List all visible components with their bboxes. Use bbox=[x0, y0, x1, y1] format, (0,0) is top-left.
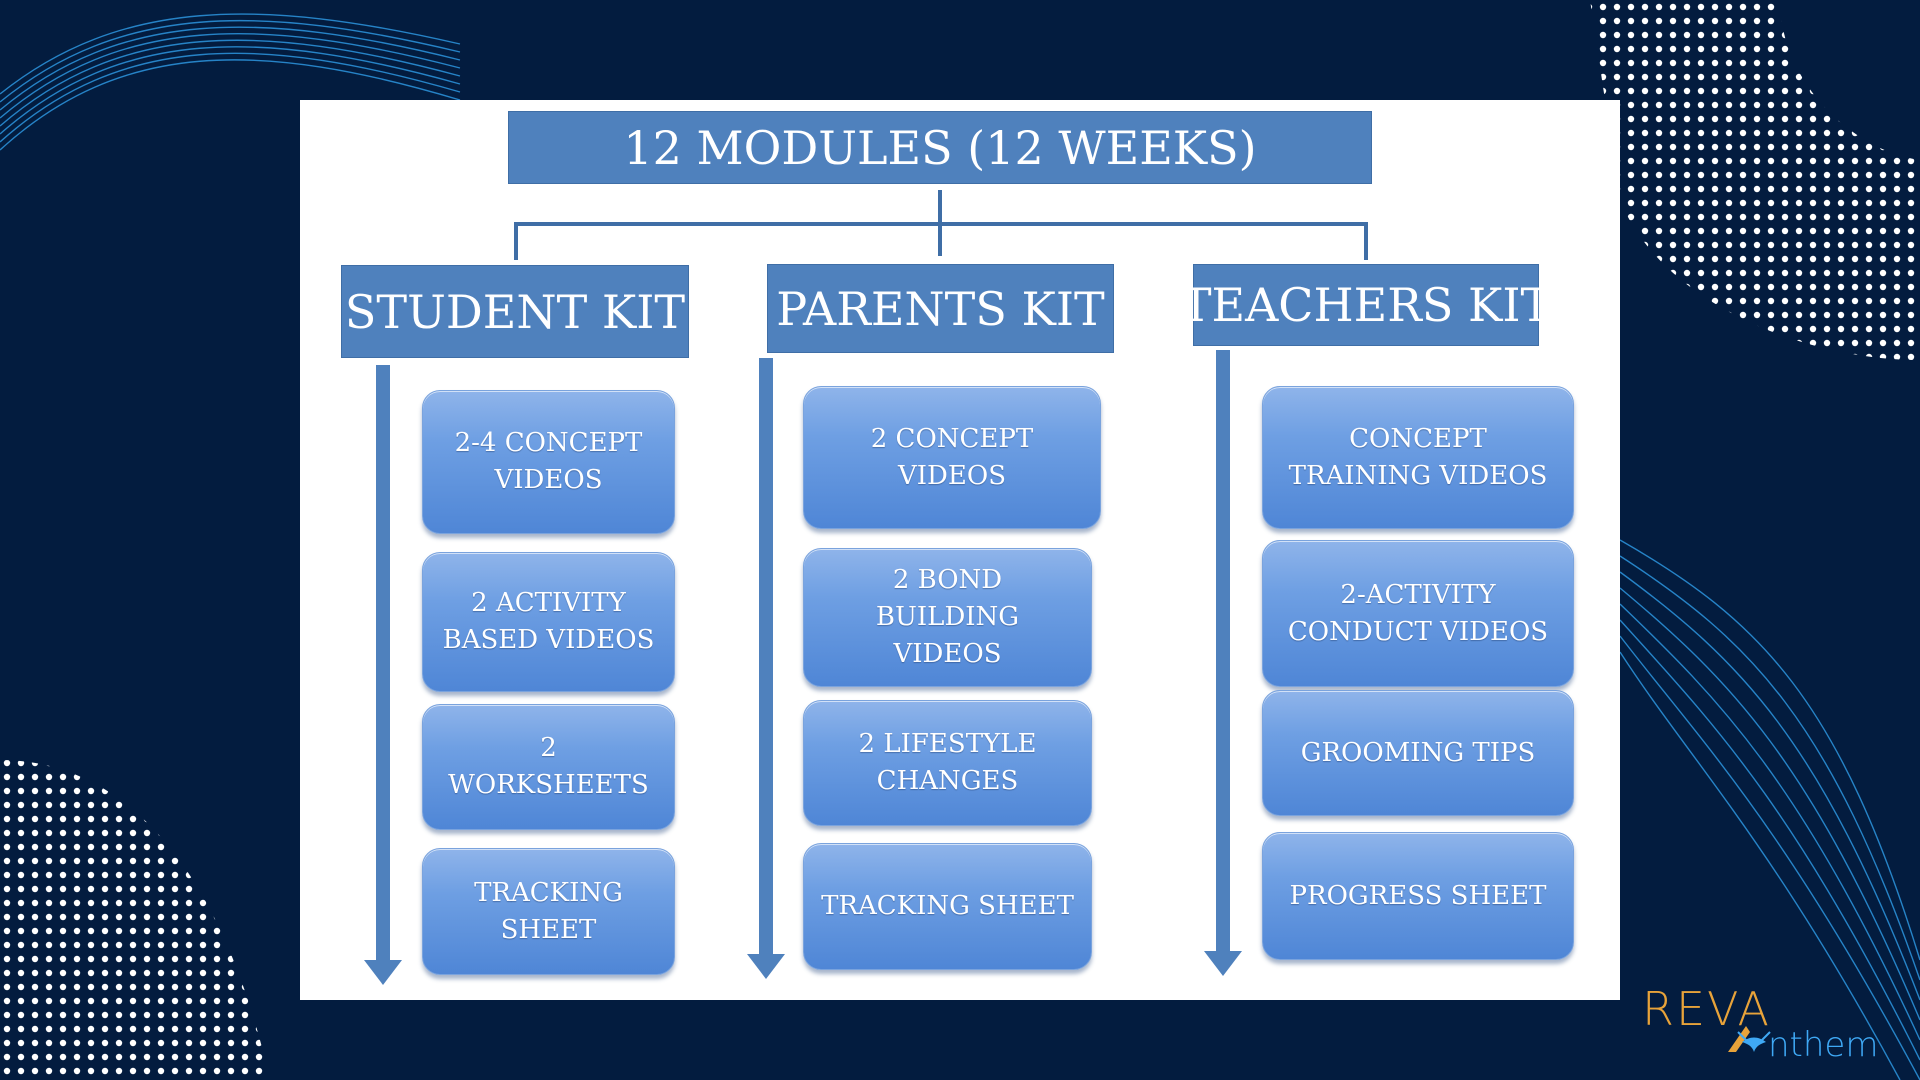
teachers-kit-header: TEACHERS KIT bbox=[1181, 264, 1551, 346]
eagle-icon bbox=[1728, 1026, 1771, 1052]
student-item: 2 ACTIVITY BASED VIDEOS bbox=[422, 552, 675, 692]
diagram-slide: 12 MODULES (12 WEEKS) STUDENT KIT PARENT… bbox=[300, 100, 1620, 1000]
teachers-flow-arrow bbox=[1204, 350, 1242, 976]
parents-item: TRACKING SHEET bbox=[803, 843, 1092, 970]
student-kit-header: STUDENT KIT bbox=[341, 265, 689, 358]
student-item: 2 WORKSHEETS bbox=[422, 704, 675, 830]
item-label: CONCEPT TRAINING VIDEOS bbox=[1288, 423, 1548, 491]
parents-item: 2 CONCEPT VIDEOS bbox=[803, 386, 1101, 529]
item-label: GROOMING TIPS bbox=[1300, 737, 1536, 768]
student-item: TRACKING SHEET bbox=[422, 848, 675, 975]
student-item: 2-4 CONCEPT VIDEOS bbox=[422, 390, 675, 534]
student-flow-arrow bbox=[364, 365, 402, 985]
parents-item: 2 BOND BUILDING VIDEOS bbox=[803, 548, 1092, 687]
parents-flow-arrow bbox=[747, 358, 785, 979]
item-label: 2-ACTIVITY CONDUCT VIDEOS bbox=[1287, 579, 1549, 647]
connector-lines bbox=[364, 190, 1368, 985]
item-label: TRACKING SHEET bbox=[821, 891, 1074, 921]
item-label: 2 BOND BUILDING VIDEOS bbox=[875, 565, 1020, 669]
item-label: 2 ACTIVITY BASED VIDEOS bbox=[442, 588, 655, 655]
item-label: PROGRESS SHEET bbox=[1289, 880, 1547, 911]
modules-title: 12 MODULES (12 WEEKS) bbox=[508, 111, 1372, 184]
teachers-item: GROOMING TIPS bbox=[1262, 690, 1574, 816]
logo-secondary-text: nthem bbox=[1768, 1025, 1879, 1065]
teachers-item: PROGRESS SHEET bbox=[1262, 832, 1574, 960]
item-label: TRACKING SHEET bbox=[474, 877, 623, 945]
reva-anthem-logo: REVA nthem bbox=[1642, 982, 1912, 1065]
logo-primary-text: REVA bbox=[1642, 982, 1772, 1036]
teachers-item: 2-ACTIVITY CONDUCT VIDEOS bbox=[1262, 540, 1574, 687]
item-label: 2-4 CONCEPT VIDEOS bbox=[454, 428, 643, 495]
item-label: 2 WORKSHEETS bbox=[448, 733, 649, 800]
teachers-item: CONCEPT TRAINING VIDEOS bbox=[1262, 386, 1574, 529]
parents-kit-header: PARENTS KIT bbox=[767, 264, 1114, 353]
item-label: 2 CONCEPT VIDEOS bbox=[870, 423, 1034, 491]
parents-item: 2 LIFESTYLE CHANGES bbox=[803, 700, 1092, 826]
item-label: 2 LIFESTYLE CHANGES bbox=[858, 729, 1037, 796]
